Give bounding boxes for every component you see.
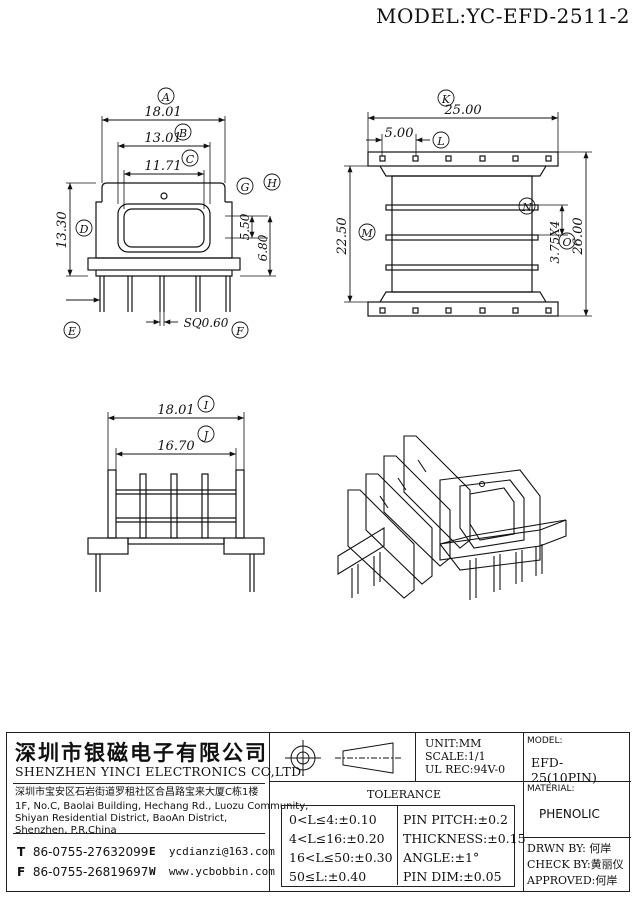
- ul-rec: UL REC:94V-0: [425, 763, 506, 776]
- dim-k-label: K: [441, 93, 451, 106]
- dim-h-label: H: [266, 177, 277, 190]
- dim-g-label: G: [241, 181, 250, 194]
- tel-label: T: [17, 845, 26, 859]
- top-pin-holes: [379, 155, 552, 314]
- address-en-3: Shenzhen, P.R.China: [15, 825, 117, 836]
- front-pins: [99, 276, 231, 312]
- tolerance-3: 16<L≤50:±0.30: [289, 850, 393, 865]
- side-view: [87, 412, 265, 592]
- dim-c-value: 11.71: [144, 159, 181, 174]
- dim-e-label: E: [67, 325, 76, 338]
- dim-c-label: C: [186, 153, 195, 166]
- isometric-view: [337, 435, 567, 600]
- angle: ANGLE:±1°: [403, 850, 480, 865]
- model-value: EFD-25(10PIN): [531, 755, 597, 785]
- company-name-en: SHENZHEN YINCI ELECTRONICS CO,LTD.: [15, 764, 306, 779]
- dim-m-label: M: [360, 227, 373, 240]
- address-cn: 深圳市宝安区石岩街道罗租社区合昌路宝来大厦C栋1楼: [15, 787, 259, 798]
- dim-d-label: D: [79, 223, 89, 236]
- address-en-1: 1F, No.C, Baolai Building, Hechang Rd., …: [15, 801, 309, 812]
- pin-pitch: PIN PITCH:±0.2: [403, 812, 508, 827]
- check-by: CHECK BY:黄丽仪: [527, 858, 624, 871]
- website: www.ycbobbin.com: [168, 865, 275, 878]
- fax-label: F: [17, 865, 26, 879]
- front-view: [66, 116, 276, 326]
- title-block: 深圳市银磁电子有限公司 SHENZHEN YINCI ELECTRONICS C…: [6, 732, 631, 892]
- dim-a-label: A: [161, 91, 170, 104]
- dim-d-value: 13.30: [55, 211, 70, 248]
- tolerance-1: 0<L≤4:±0.10: [289, 812, 377, 827]
- tolerance-2: 4<L≤16:±0.20: [289, 831, 385, 846]
- top-view: [344, 112, 592, 317]
- dim-f-value: SQ0.60: [184, 316, 229, 330]
- drawn-by: DRWN BY: 何岸: [527, 842, 612, 855]
- dim-b-value: 13.01: [144, 131, 181, 146]
- scale: SCALE:1/1: [425, 750, 486, 763]
- dim-k-value: 25.00: [443, 103, 481, 118]
- unit: UNIT:MM: [425, 737, 482, 750]
- tolerance-title: TOLERANCE: [367, 788, 441, 801]
- address-en-2: Shiyan Residential District, BaoAn Distr…: [15, 813, 228, 824]
- email-address: ycdianzi@163.com: [168, 845, 275, 858]
- approved-by: APPROVED:何岸: [527, 874, 618, 887]
- dim-f-label: F: [235, 325, 244, 338]
- dim-n-label: N: [521, 201, 532, 214]
- dim-n-value: 3.75X4: [548, 221, 562, 264]
- dim-l-value: 5.00: [385, 126, 414, 141]
- dim-l-label: L: [436, 135, 444, 148]
- dim-j-value: 16.70: [157, 439, 194, 454]
- dim-o-label: O: [562, 236, 571, 249]
- tolerance-4: 50≤L:±0.40: [289, 869, 367, 884]
- dim-b-label: B: [178, 127, 187, 140]
- dim-j-label: J: [202, 429, 209, 442]
- dim-i-value: 18.01: [157, 403, 194, 418]
- material-value: PHENOLIC: [539, 807, 600, 821]
- pin-dim: PIN DIM:±0.05: [403, 869, 502, 884]
- dim-o-value: 26.00: [571, 217, 586, 255]
- dim-m-value: 22.50: [335, 217, 350, 255]
- dim-h-value: 6.80: [256, 234, 270, 261]
- fax-number: 86-0755-26819697: [32, 865, 149, 879]
- company-name-cn: 深圳市银磁电子有限公司: [15, 741, 268, 765]
- thickness: THICKNESS:±0.15: [403, 831, 526, 846]
- dim-i-label: I: [203, 399, 209, 412]
- material-label: MATERIAL:: [527, 784, 575, 794]
- dim-g-value: 5.50: [238, 213, 252, 240]
- tel-number: 86-0755-27632099: [32, 845, 149, 859]
- model-title: MODEL:YC-EFD-2511-2: [376, 4, 630, 28]
- dim-a-value: 18.01: [144, 105, 181, 120]
- model-label: MODEL:: [527, 736, 563, 746]
- email-label: E: [149, 845, 156, 858]
- web-label: W: [149, 865, 156, 878]
- technical-drawing: A 18.01 B 13.01 C 11.71 D 13.30 E SQ0.60…: [55, 87, 592, 600]
- projection-symbol-icon: [285, 740, 401, 776]
